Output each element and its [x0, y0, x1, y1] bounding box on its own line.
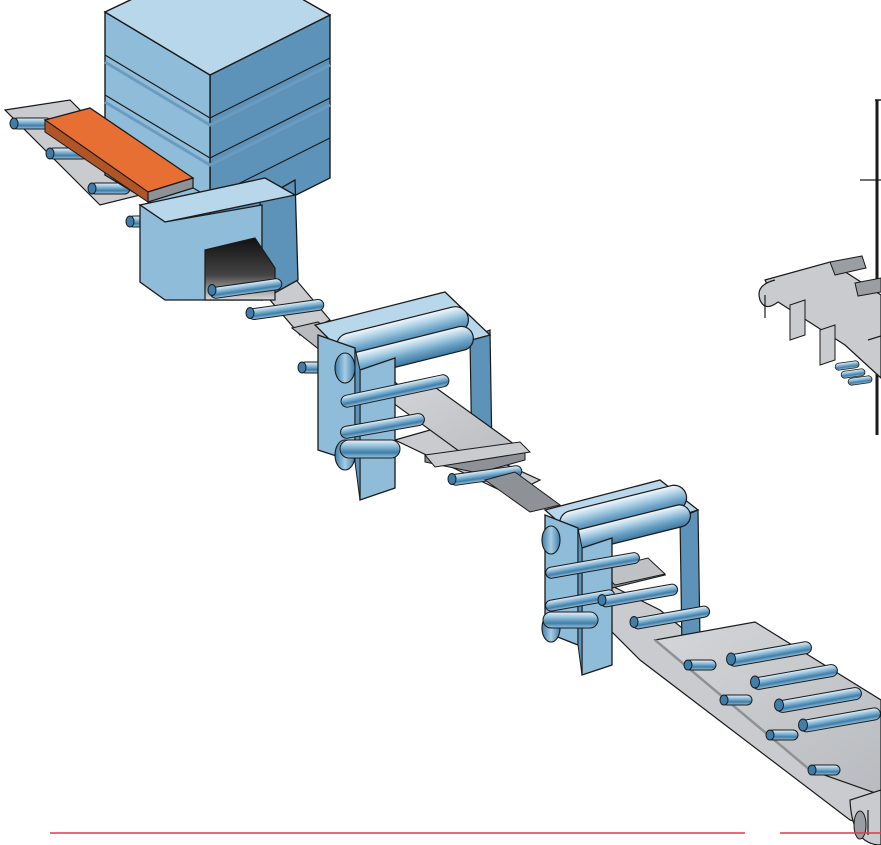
- coiler-roller: [847, 375, 873, 386]
- table-roller: [798, 707, 881, 733]
- work-roll: [542, 611, 599, 629]
- roughing-mill-stand: [290, 291, 527, 501]
- table-roller: [683, 659, 717, 671]
- finishing-mill-stand: [541, 479, 701, 676]
- coiler-roller: [834, 360, 860, 371]
- reheating-furnace: [103, 0, 332, 240]
- table-roller: [807, 764, 841, 776]
- table-roller: [774, 687, 862, 713]
- table-roller: [719, 694, 753, 706]
- intermediate-table: [424, 441, 562, 513]
- table-roller: [597, 583, 679, 608]
- table-roller: [629, 605, 711, 630]
- work-roll: [545, 552, 640, 579]
- table-roller: [245, 298, 325, 321]
- hot-slab: [43, 107, 195, 203]
- run-out-rollers: [683, 641, 881, 776]
- descaler: [138, 177, 299, 302]
- feed-roller: [87, 182, 131, 195]
- table-roller: [726, 641, 812, 667]
- down-coiler: [758, 99, 881, 435]
- backup-roll: [541, 525, 561, 555]
- work-roll: [339, 439, 401, 459]
- work-roll: [340, 374, 450, 408]
- exit-rollers: [597, 583, 711, 630]
- coiler-roller: [840, 368, 866, 379]
- table-roller: [207, 278, 283, 299]
- table-roller: [765, 729, 799, 741]
- work-roll: [340, 413, 425, 439]
- backup-roll: [334, 352, 356, 384]
- table-roller: [750, 664, 838, 690]
